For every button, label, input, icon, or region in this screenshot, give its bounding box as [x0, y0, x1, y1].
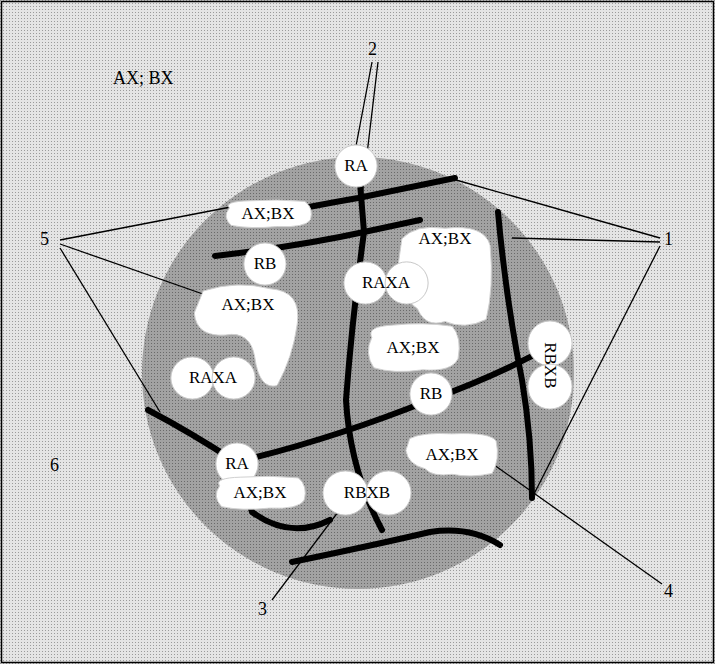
node-text: AX;BX [387, 339, 440, 358]
node-text: RBXB [541, 342, 560, 388]
node-text: RB [254, 255, 277, 274]
node-text: RAXA [362, 274, 410, 293]
callout-number: 4 [664, 582, 673, 602]
node-text: AX;BX [419, 230, 472, 249]
reaction-circle: RB [243, 242, 287, 286]
pore-shape [216, 476, 305, 509]
leader-lines [60, 62, 662, 600]
pore-region: AX;BX [404, 432, 500, 478]
pore-region: AX;BX [222, 199, 314, 229]
node-text: AX;BX [426, 446, 479, 465]
pore-shape [406, 433, 498, 476]
circle-shape [244, 243, 286, 285]
node-text: AX;BX [222, 296, 275, 315]
reaction-circle: RAXA [343, 261, 429, 305]
reaction-circle: RBXB [322, 470, 412, 516]
pore-region: AX;BX [212, 475, 308, 511]
reaction-circle: RBXB [527, 320, 573, 410]
callout-number: 2 [368, 40, 377, 60]
node-text: RB [420, 385, 443, 404]
callout-number: 1 [664, 230, 673, 250]
pore-shape [368, 324, 459, 372]
reaction-circle: RA [334, 144, 378, 188]
grain-boundaries [148, 158, 562, 562]
callout-number: 3 [258, 600, 267, 620]
node-text: RA [225, 455, 249, 474]
node-text: AX;BX [234, 484, 287, 503]
reaction-circle: RB [409, 372, 453, 416]
medium-label: AX; BX [113, 69, 174, 89]
node-text: AX;BX [242, 205, 295, 224]
circle-shape [410, 373, 452, 415]
node-text: RBXB [344, 484, 390, 503]
pore-shape [226, 200, 311, 228]
reaction-circle: RAXA [170, 356, 256, 400]
circle-shape [335, 145, 377, 187]
callout-number: 5 [40, 230, 49, 250]
pore-region: AX;BX [364, 322, 462, 374]
callout-number: 6 [50, 456, 59, 476]
node-text: RAXA [189, 369, 237, 388]
particle-body [142, 157, 574, 589]
node-text: RA [344, 157, 368, 176]
